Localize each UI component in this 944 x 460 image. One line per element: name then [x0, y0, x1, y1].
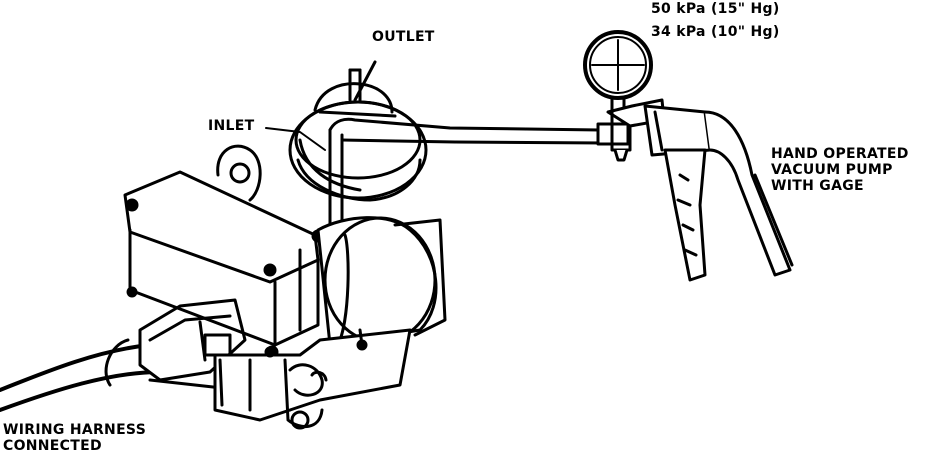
pump-head — [596, 98, 712, 162]
pump-handle — [663, 110, 794, 282]
leader-lines — [265, 127, 326, 151]
pump-label-line-1: HAND OPERATED — [771, 146, 909, 162]
pump-label-line-2: VACUUM PUMP — [771, 162, 893, 178]
harness-label-line-2: CONNECTED — [3, 438, 102, 454]
wiring-harness-cable — [0, 338, 162, 412]
vacuum-gauge — [583, 30, 653, 114]
outlet-label: OUTLET — [372, 29, 435, 45]
gauge-reading-50kpa: 50 kPa (15" Hg) — [651, 1, 780, 17]
motor-housing — [316, 216, 447, 347]
gauge-reading-34kpa: 34 kPa (10" Hg) — [651, 24, 780, 40]
inlet-label: INLET — [208, 118, 255, 134]
pump-label-line-3: WITH GAGE — [771, 178, 864, 194]
vacuum-canister — [288, 82, 428, 202]
mounting-bracket — [216, 144, 262, 202]
outlet-nipple — [348, 60, 377, 104]
harness-label-line-1: WIRING HARNESS — [3, 422, 147, 438]
solenoid-body — [213, 328, 412, 430]
